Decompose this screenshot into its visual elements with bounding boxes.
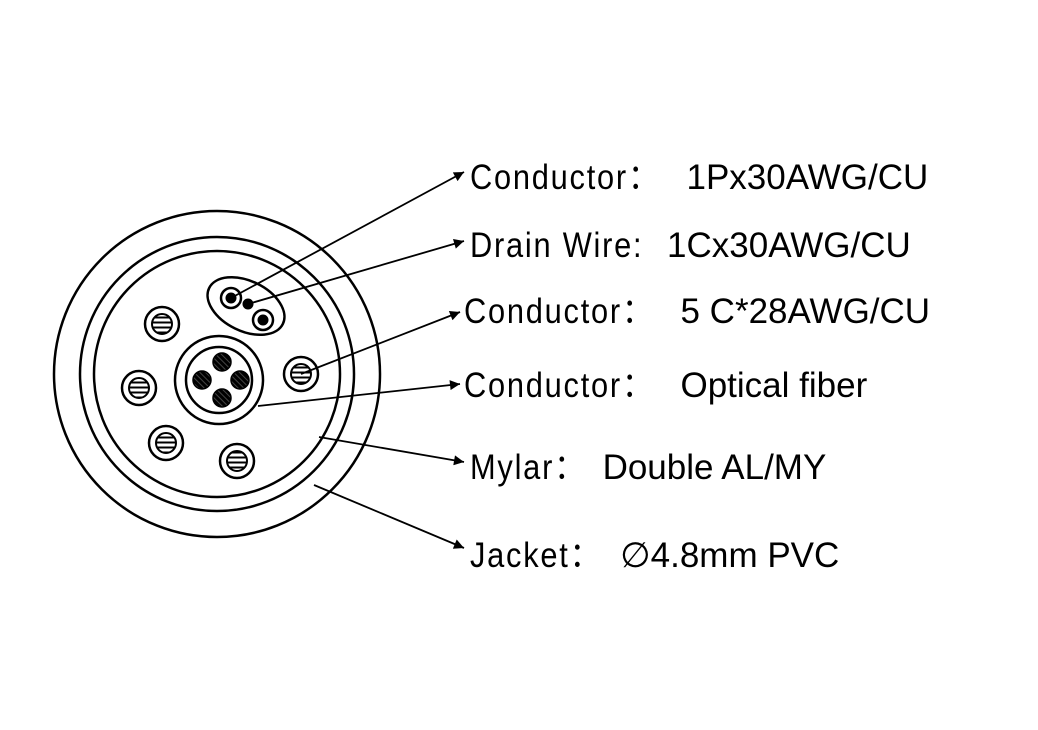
leader-drain-wire (247, 239, 465, 305)
fiber-tube-inner (184, 345, 254, 415)
label-drain-wire: Drain Wire:1Cx30AWG/CU (470, 226, 911, 265)
leader-mylar (318, 436, 465, 466)
mylar-outer-circle (78, 235, 356, 513)
label-pair-conductor: Conductor：1Px30AWG/CU (470, 158, 929, 197)
28awg-conductors (120, 305, 320, 480)
optical-fiber-cores (192, 352, 250, 408)
label-28awg-conductor: Conductor：5 C*28AWG/CU (464, 292, 931, 331)
label-mylar: Mylar：Double AL/MY (470, 448, 827, 487)
leader-lines (230, 171, 465, 549)
leader-optical-fiber (257, 380, 461, 407)
fiber-tube-outer (173, 334, 265, 426)
leader-jacket (313, 484, 465, 549)
mylar-inner-circle (92, 249, 342, 499)
label-jacket: Jacket：∅4.8mm PVC (470, 536, 840, 575)
leader-28awg-conductor (300, 310, 461, 375)
label-optical-fiber: Conductor：Optical fiber (464, 366, 868, 405)
jacket-outer-circle (52, 209, 382, 539)
leader-pair-conductor (230, 171, 465, 299)
